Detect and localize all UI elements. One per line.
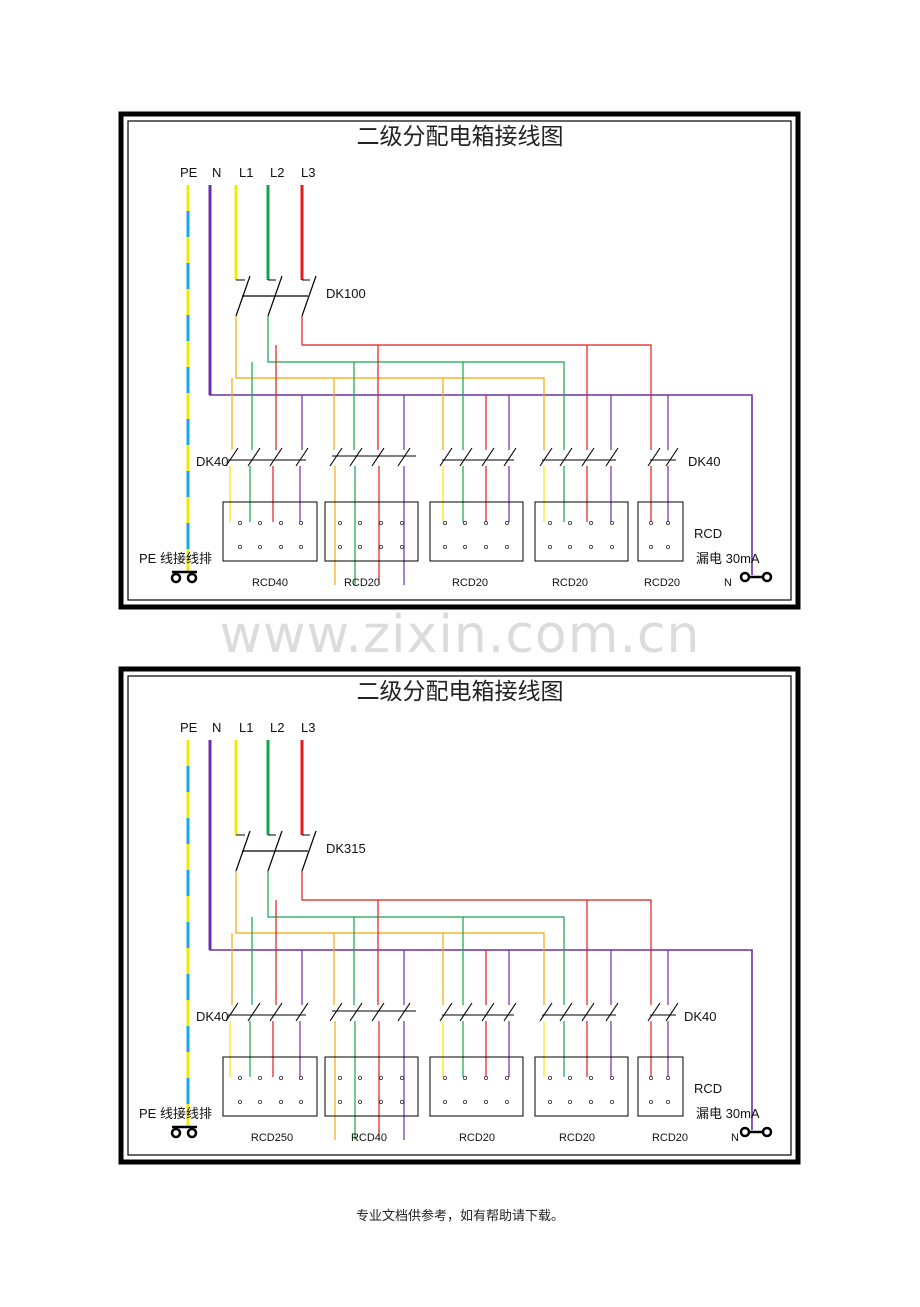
rcd-terminals: [237, 1076, 671, 1105]
watermark: www.zixin.com.cn: [220, 605, 701, 665]
main-breaker-label: DK315: [326, 841, 366, 856]
leakage-label: 漏电 30mA: [696, 1106, 760, 1121]
branch-drops: [231, 900, 669, 1005]
label-l2: L2: [270, 165, 284, 180]
label-l1: L1: [239, 720, 253, 735]
rcd-label-4: RCD20: [559, 1132, 595, 1144]
rcd-label: RCD: [694, 526, 722, 541]
n-terminal-icon: [739, 1126, 773, 1138]
rcd-label-3: RCD20: [459, 1132, 495, 1144]
inner-frame: [127, 120, 792, 601]
wiring-panel-2: 二级分配电箱接线图 PE N L1 L2 L3 DK315: [118, 666, 801, 1165]
n-bar-label: N: [731, 1132, 739, 1144]
rcd-feed-wires: [229, 1021, 669, 1140]
left-branch-breaker-label: DK40: [196, 1009, 229, 1024]
rcd-label-5: RCD20: [652, 1132, 688, 1144]
label-l3: L3: [301, 720, 315, 735]
l1-bus-wire: [235, 316, 545, 450]
label-l1: L1: [239, 165, 253, 180]
neutral-main-wire: [209, 740, 753, 1130]
inner-frame: [127, 675, 792, 1156]
pe-terminal-icon: [170, 570, 198, 584]
branch-breakers: [225, 1002, 679, 1022]
l3-bus-wire: [301, 316, 652, 450]
l3-bus-wire: [301, 871, 652, 1005]
left-branch-breaker-label: DK40: [196, 454, 229, 469]
label-pe: PE: [180, 165, 198, 180]
main-breaker: [235, 830, 317, 872]
rcd-boxes: [222, 501, 684, 562]
leakage-label: 漏电 30mA: [696, 551, 760, 566]
label-n: N: [212, 165, 221, 180]
outer-frame: [118, 666, 801, 1165]
n-terminal-icon: [739, 571, 773, 583]
right-branch-breaker-label: DK40: [684, 1009, 717, 1024]
branch-drops: [231, 345, 669, 450]
wiring-panel-1: 二级分配电箱接线图 PE N L1 L2 L3 DK100: [118, 111, 801, 610]
neutral-main-wire: [209, 185, 753, 575]
pe-terminal-icon: [170, 1125, 198, 1139]
outer-frame: [118, 111, 801, 610]
l2-bus-wire: [267, 871, 565, 1005]
l2-bus-wire: [267, 316, 565, 450]
l1-bus-wire: [235, 871, 545, 1005]
label-n: N: [212, 720, 221, 735]
branch-breakers: [225, 447, 679, 467]
pe-bar-label: PE 线接线排: [139, 1106, 212, 1121]
rcd-label-4: RCD20: [552, 577, 588, 589]
diagram-title: 二级分配电箱接线图: [357, 124, 564, 150]
rcd-label-5: RCD20: [644, 577, 680, 589]
rcd-label-1: RCD250: [251, 1132, 293, 1144]
rcd-feed-wires: [229, 466, 669, 585]
rcd-label-2: RCD40: [351, 1132, 387, 1144]
rcd-label: RCD: [694, 1081, 722, 1096]
main-breaker-label: DK100: [326, 286, 366, 301]
label-l2: L2: [270, 720, 284, 735]
n-bar-label: N: [724, 577, 732, 589]
rcd-terminals: [237, 521, 671, 550]
diagram-title: 二级分配电箱接线图: [357, 679, 564, 705]
main-breaker: [235, 275, 317, 317]
rcd-label-2: RCD20: [344, 577, 380, 589]
label-pe: PE: [180, 720, 198, 735]
rcd-label-1: RCD40: [252, 577, 288, 589]
rcd-boxes: [222, 1056, 684, 1117]
right-branch-breaker-label: DK40: [688, 454, 721, 469]
label-l3: L3: [301, 165, 315, 180]
page-footer: 专业文档供参考，如有帮助请下载。: [355, 1209, 564, 1224]
pe-bar-label: PE 线接线排: [139, 551, 212, 566]
rcd-label-3: RCD20: [452, 577, 488, 589]
